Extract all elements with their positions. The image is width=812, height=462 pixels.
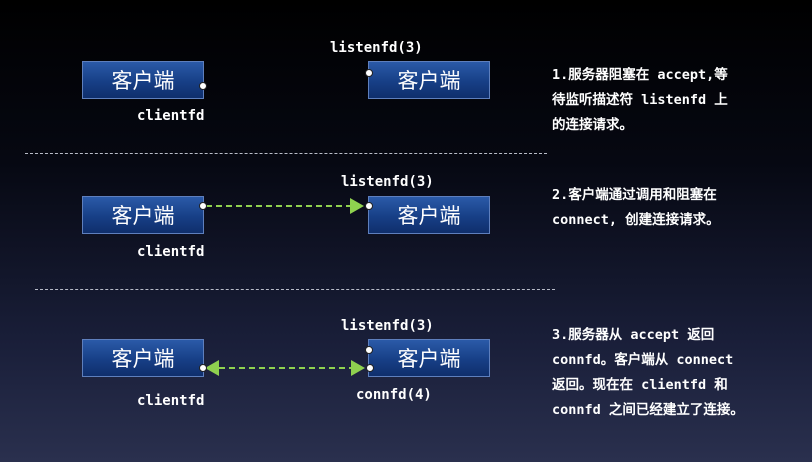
server-box-1: 客户端 xyxy=(368,61,490,99)
connfd-port xyxy=(366,364,374,372)
step-3-line-2: connfd。客户端从 connect xyxy=(552,352,734,368)
step-3-line-1: 3.服务器从 accept 返回 xyxy=(552,327,715,343)
step-2-description: 2.客户端通过调用和阻塞在 connect, 创建连接请求。 xyxy=(552,183,807,233)
separator-1 xyxy=(25,153,547,154)
separator-2 xyxy=(35,289,555,290)
listenfd-label-1: listenfd(3) xyxy=(330,40,423,56)
listenfd-port-2 xyxy=(365,202,373,210)
clientfd-label-2: clientfd xyxy=(137,244,205,260)
clientfd-port-2 xyxy=(199,202,207,210)
step-3-line-3: 返回。现在在 clientfd 和 xyxy=(552,377,728,393)
client-box-3: 客户端 xyxy=(82,339,204,377)
listenfd-label-2: listenfd(3) xyxy=(341,174,434,190)
server-box-3: 客户端 xyxy=(368,339,490,377)
server-box-2: 客户端 xyxy=(368,196,490,234)
step-1-line-3: 的连接请求。 xyxy=(552,117,633,133)
listenfd-port-3 xyxy=(365,346,373,354)
step-3-description: 3.服务器从 accept 返回 connfd。客户端从 connect 返回。… xyxy=(552,323,807,423)
step-1-description: 1.服务器阻塞在 accept,等 待监听描述符 listenfd 上 的连接请… xyxy=(552,63,807,138)
listenfd-port-1 xyxy=(365,69,373,77)
step-3-line-4: connfd 之间已经建立了连接。 xyxy=(552,402,744,418)
clientfd-label-1: clientfd xyxy=(137,108,205,124)
clientfd-label-3: clientfd xyxy=(137,393,205,409)
clientfd-port-3 xyxy=(199,364,207,372)
step-1-line-2: 待监听描述符 listenfd 上 xyxy=(552,92,728,108)
client-box-1: 客户端 xyxy=(82,61,204,99)
step-2-line-2: connect, 创建连接请求。 xyxy=(552,212,720,228)
client-box-2: 客户端 xyxy=(82,196,204,234)
listenfd-label-3: listenfd(3) xyxy=(341,318,434,334)
step-2-line-1: 2.客户端通过调用和阻塞在 xyxy=(552,187,717,203)
connfd-label: connfd(4) xyxy=(356,387,432,403)
step-1-line-1: 1.服务器阻塞在 accept,等 xyxy=(552,67,728,83)
clientfd-port-1 xyxy=(199,82,207,90)
